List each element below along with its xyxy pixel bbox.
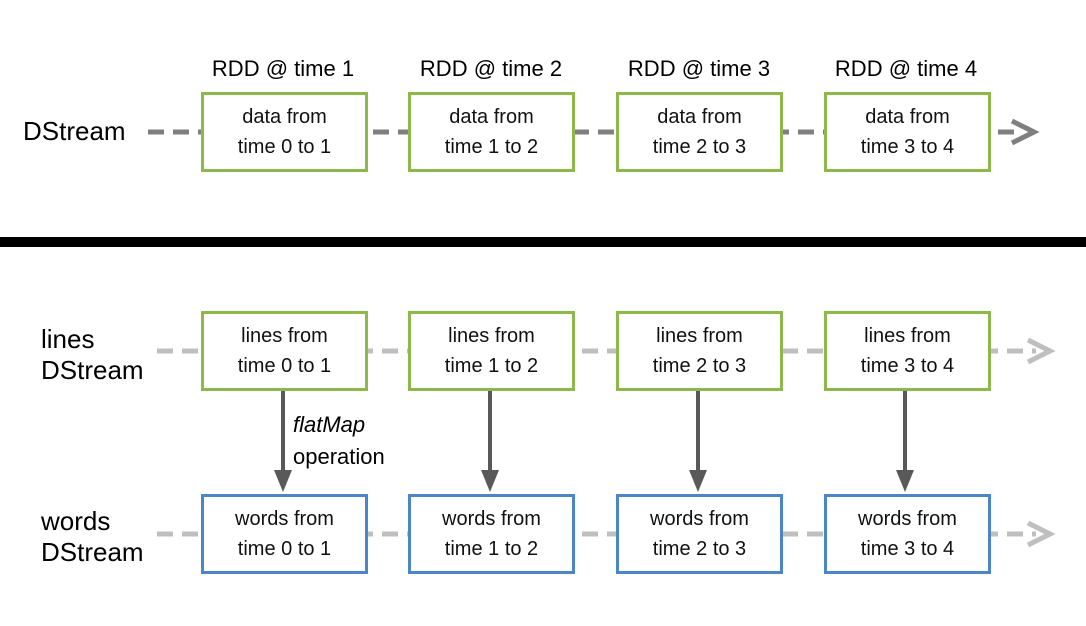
lines-box-1: lines from time 0 to 1 [201,311,368,391]
words-box-1: words from time 0 to 1 [201,494,368,574]
lines-label-line2: DStream [41,355,144,385]
section-divider [0,237,1086,247]
words-label-line1: words [41,506,111,536]
words-box-line2: time 1 to 2 [444,538,539,560]
rdd-box-line2: time 3 to 4 [860,136,955,158]
rdd-box-4: data from time 3 to 4 [824,92,991,172]
flatmap-arrow-3 [689,390,707,492]
operation-word: operation [293,444,385,469]
rdd-box-line1: data from [242,106,327,128]
lines-box-line2: time 2 to 3 [652,355,747,377]
flatmap-arrow-1 [274,390,292,492]
rdd-box-line2: time 2 to 3 [652,136,747,158]
words-box-line2: time 3 to 4 [860,538,955,560]
rdd-box-line2: time 0 to 1 [237,136,332,158]
words-box-2: words from time 1 to 2 [408,494,575,574]
lines-box-line1: lines from [241,325,328,347]
words-box-line2: time 0 to 1 [237,538,332,560]
rdd-label-2: RDD @ time 2 [419,56,563,81]
rdd-box-line2: time 1 to 2 [444,136,539,158]
rdd-label-4: RDD @ time 4 [834,56,978,81]
words-label-line2: DStream [41,537,144,567]
lines-label-line1: lines [41,324,95,354]
rdd-box-2: data from time 1 to 2 [408,92,575,172]
words-box-line1: words from [858,508,957,530]
words-box-line2: time 2 to 3 [652,538,747,560]
words-box-3: words from time 2 to 3 [616,494,783,574]
rdd-box-line1: data from [449,106,534,128]
dstream-label: DStream [23,116,126,146]
lines-box-line1: lines from [448,325,535,347]
words-box-line1: words from [235,508,334,530]
rdd-label-3: RDD @ time 3 [627,56,771,81]
lines-box-3: lines from time 2 to 3 [616,311,783,391]
lines-dstream-label: lines DStream [41,324,144,386]
flatmap-arrow-4 [896,390,914,492]
words-box-line1: words from [650,508,749,530]
lines-box-2: lines from time 1 to 2 [408,311,575,391]
lines-box-line2: time 0 to 1 [237,355,332,377]
rdd-box-3: data from time 2 to 3 [616,92,783,172]
rdd-box-1: data from time 0 to 1 [201,92,368,172]
lines-box-line2: time 1 to 2 [444,355,539,377]
lines-box-4: lines from time 3 to 4 [824,311,991,391]
flatmap-arrow-2 [481,390,499,492]
words-box-line1: words from [442,508,541,530]
operation-name: flatMap [293,412,366,437]
lines-box-line2: time 3 to 4 [860,355,955,377]
lines-box-line1: lines from [864,325,951,347]
rdd-box-line1: data from [657,106,742,128]
rdd-box-line1: data from [865,106,950,128]
flatmap-operation-label: flatMap operation [293,409,385,473]
rdd-label-1: RDD @ time 1 [211,56,355,81]
words-box-4: words from time 3 to 4 [824,494,991,574]
words-dstream-label: words DStream [41,506,144,568]
lines-box-line1: lines from [656,325,743,347]
